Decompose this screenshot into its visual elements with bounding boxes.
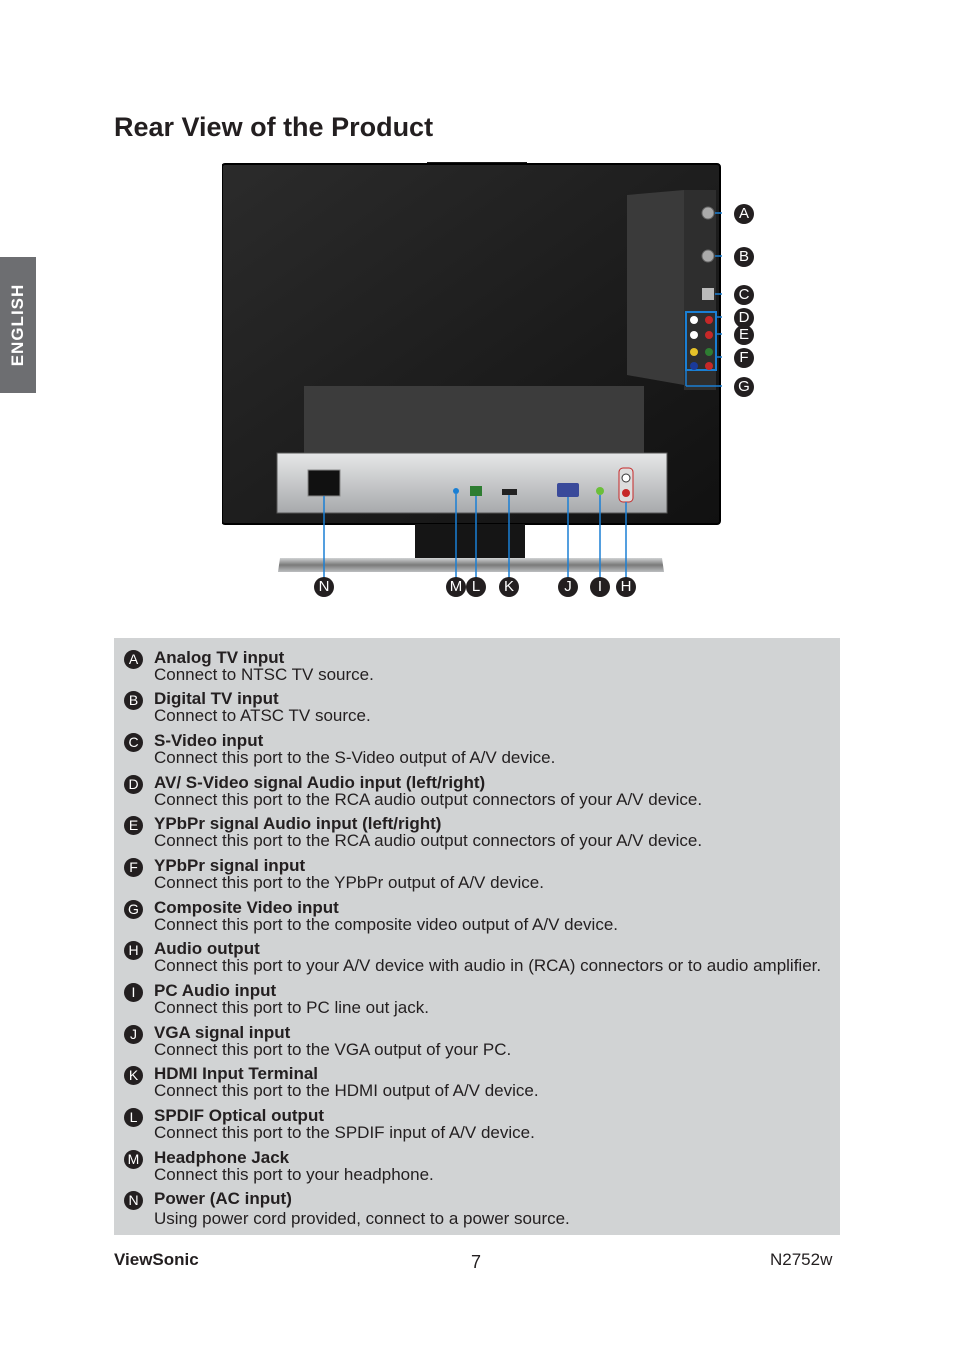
item-title: S-Video input — [154, 731, 264, 750]
callout-i: I — [590, 577, 610, 597]
language-tab-label: ENGLISH — [8, 283, 27, 367]
item-badge: J — [124, 1025, 143, 1044]
footer-page-number: 7 — [471, 1252, 482, 1272]
item-badge: H — [124, 941, 143, 960]
callout-f: F — [734, 348, 754, 368]
item-title: Audio output — [154, 939, 260, 958]
item-badge: C — [124, 733, 143, 752]
callout-b: B — [734, 247, 754, 267]
item-title: Headphone Jack — [154, 1148, 290, 1167]
page-title: Rear View of the Product — [114, 112, 434, 142]
item-badge: E — [124, 816, 143, 835]
item-text: Connect this port to the VGA output of y… — [154, 1040, 512, 1059]
item-badge: M — [124, 1150, 143, 1169]
footer-brand: ViewSonic — [114, 1250, 199, 1269]
item-title: VGA signal input — [154, 1023, 291, 1042]
item-text: Connect this port to the HDMI output of … — [154, 1081, 539, 1100]
item-badge: G — [124, 900, 143, 919]
callout-g: G — [734, 377, 754, 397]
item-text: Connect this port to the RCA audio outpu… — [154, 831, 703, 850]
item-title: Digital TV input — [154, 689, 279, 708]
callout-h: H — [616, 577, 636, 597]
item-title: AV/ S-Video signal Audio input (left/rig… — [154, 773, 486, 792]
callout-l: L — [466, 577, 486, 597]
item-text: Connect to ATSC TV source. — [154, 706, 371, 725]
callout-j: J — [558, 577, 578, 597]
item-text: Connect this port to the RCA audio outpu… — [154, 790, 703, 809]
callout-c: C — [734, 285, 754, 305]
item-badge: B — [124, 691, 143, 710]
item-title: YPbPr signal input — [154, 856, 306, 875]
item-title: Power (AC input) — [154, 1189, 292, 1208]
item-badge: A — [124, 650, 143, 669]
monitor-rear-illustration — [222, 162, 722, 578]
item-badge: K — [124, 1066, 143, 1085]
item-text: Connect this port to PC line out jack. — [154, 998, 429, 1017]
item-text: Connect this port to your A/V device wit… — [154, 956, 822, 975]
callout-a: A — [734, 204, 754, 224]
item-title: Analog TV input — [154, 648, 285, 667]
item-title: HDMI Input Terminal — [154, 1064, 319, 1083]
item-text: Connect to NTSC TV source. — [154, 665, 374, 684]
callout-d: D — [734, 308, 754, 328]
callout-k: K — [499, 577, 519, 597]
item-title: SPDIF Optical output — [154, 1106, 324, 1125]
footer-model: N2752w — [770, 1250, 833, 1269]
item-text: Connect this port to the SPDIF input of … — [154, 1123, 535, 1142]
item-badge: I — [124, 983, 143, 1002]
item-badge: F — [124, 858, 143, 877]
language-tab: ENGLISH — [0, 257, 36, 393]
item-title: Composite Video input — [154, 898, 339, 917]
item-text: Connect this port to your headphone. — [154, 1165, 434, 1184]
item-text: Using power cord provided, connect to a … — [154, 1209, 570, 1228]
item-title: YPbPr signal Audio input (left/right) — [154, 814, 442, 833]
item-title: PC Audio input — [154, 981, 277, 1000]
item-badge: N — [124, 1191, 143, 1210]
item-badge: L — [124, 1108, 143, 1127]
port-description-panel: A Analog TV input Connect to NTSC TV sou… — [114, 638, 840, 1235]
item-text: Connect this port to the YPbPr output of… — [154, 873, 544, 892]
item-text: Connect this port to the composite video… — [154, 915, 618, 934]
callout-n: N — [314, 577, 334, 597]
rear-view-figure — [222, 160, 722, 580]
item-badge: D — [124, 775, 143, 794]
callout-m: M — [446, 577, 466, 597]
item-text: Connect this port to the S-Video output … — [154, 748, 556, 767]
callout-e: E — [734, 325, 754, 345]
